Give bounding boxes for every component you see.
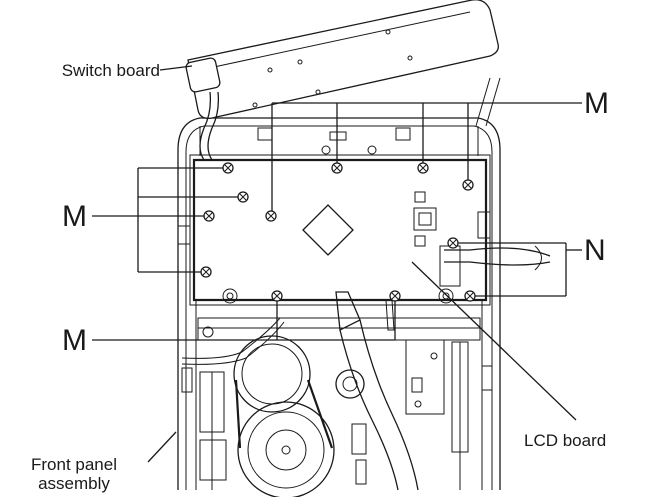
switch-board xyxy=(185,0,501,161)
right-cable xyxy=(439,245,551,287)
label-lcd-board: LCD board xyxy=(524,431,606,450)
screw-m-4 xyxy=(265,210,277,222)
screw-m-6 xyxy=(331,162,343,174)
screw-m-7 xyxy=(417,162,429,174)
lower-mechanism xyxy=(181,291,493,499)
label-m-left: M xyxy=(62,200,87,233)
screws-m xyxy=(200,162,474,302)
screw-m-8 xyxy=(462,179,474,191)
screw-n-2 xyxy=(464,290,476,302)
label-front-panel-line2: assembly xyxy=(38,474,110,493)
screw-m-2 xyxy=(237,191,249,203)
chassis-frame xyxy=(177,117,501,490)
screw-m-9 xyxy=(271,290,283,302)
label-m-top: M xyxy=(584,87,609,120)
screw-m-1 xyxy=(222,162,234,174)
leader-lines xyxy=(92,65,582,463)
label-m-bottom: M xyxy=(62,324,87,357)
label-switch-board: Switch board xyxy=(62,61,160,80)
screw-n-1 xyxy=(447,237,459,249)
label-front-panel-line1: Front panel xyxy=(31,455,117,474)
label-n: N xyxy=(584,234,606,267)
lcd-board xyxy=(177,127,491,306)
screw-m-5 xyxy=(200,266,212,278)
screw-m-10 xyxy=(389,290,401,302)
labels: Switch board M M M N LCD board Front pan… xyxy=(31,61,609,493)
screws-n xyxy=(447,237,476,302)
screw-m-3 xyxy=(203,210,215,222)
